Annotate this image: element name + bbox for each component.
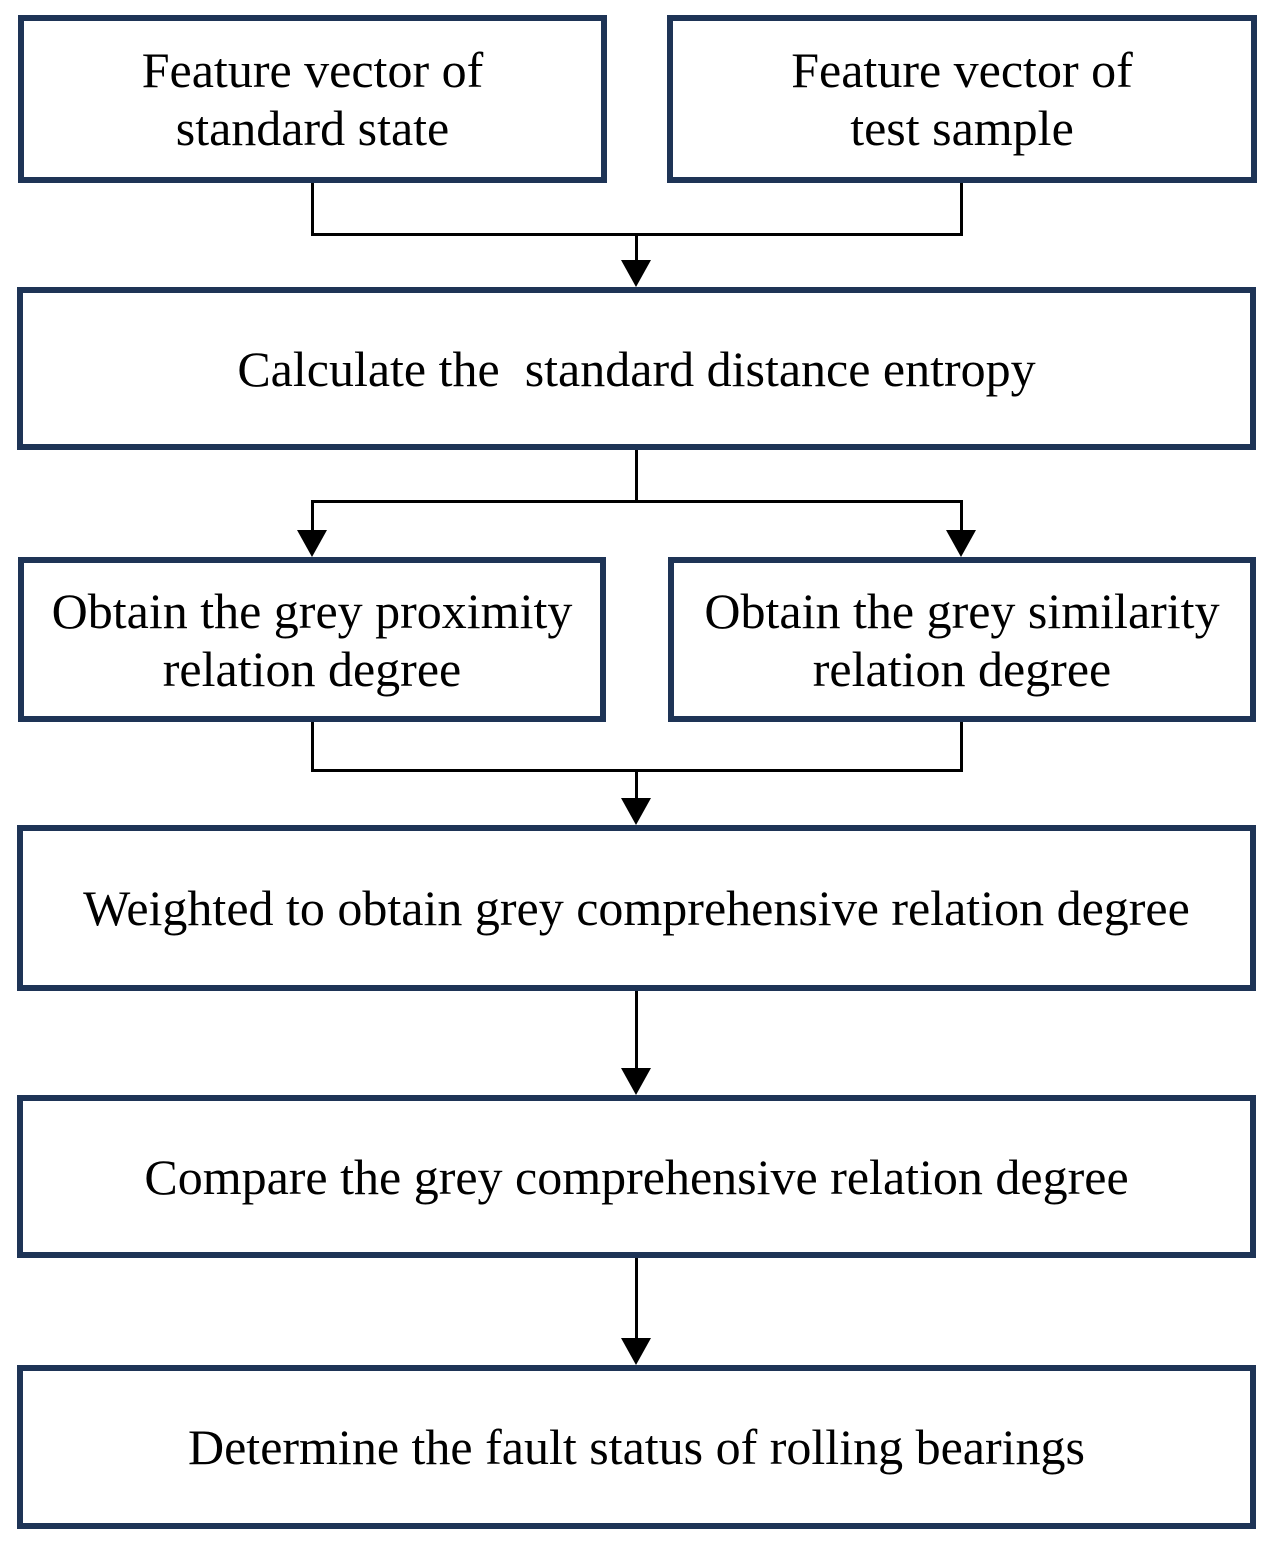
connector-split-stem <box>635 450 638 503</box>
node-calculate-distance-entropy: Calculate the standard distance entropy <box>17 287 1256 450</box>
connector-split-horizontal <box>311 500 963 503</box>
arrowhead-into-entropy <box>621 260 651 287</box>
node-label: Feature vector of test sample <box>791 42 1133 156</box>
connector-test-drop <box>960 183 963 236</box>
arrowhead-into-weighted <box>621 798 651 825</box>
arrowhead-into-determine <box>621 1338 651 1365</box>
node-feature-vector-test-sample: Feature vector of test sample <box>667 15 1257 183</box>
connector-split-right-stem <box>960 500 963 531</box>
node-label: Determine the fault status of rolling be… <box>188 1419 1085 1475</box>
node-weighted-comprehensive-degree: Weighted to obtain grey comprehensive re… <box>17 825 1256 991</box>
connector-compare-to-determine <box>635 1258 638 1339</box>
node-determine-fault-status: Determine the fault status of rolling be… <box>17 1365 1256 1529</box>
arrowhead-into-similarity <box>946 530 976 557</box>
connector-merge1-stem <box>635 233 638 263</box>
node-label: Calculate the standard distance entropy <box>237 340 1036 397</box>
connector-split-left-stem <box>311 500 314 531</box>
node-label: Obtain the grey similarity relation degr… <box>704 582 1220 697</box>
connector-standard-drop <box>311 183 314 236</box>
node-compare-comprehensive-degree: Compare the grey comprehensive relation … <box>17 1095 1256 1258</box>
node-label: Feature vector of standard state <box>141 42 484 156</box>
arrowhead-into-proximity <box>297 530 327 557</box>
connector-similarity-drop <box>960 722 963 772</box>
arrowhead-into-compare <box>621 1068 651 1095</box>
node-grey-similarity-degree: Obtain the grey similarity relation degr… <box>668 557 1256 722</box>
connector-merge2-stem <box>635 769 638 799</box>
connector-proximity-drop <box>311 722 314 772</box>
node-grey-proximity-degree: Obtain the grey proximity relation degre… <box>18 557 606 722</box>
node-label: Weighted to obtain grey comprehensive re… <box>83 880 1190 936</box>
node-feature-vector-standard-state: Feature vector of standard state <box>18 15 607 183</box>
node-label: Obtain the grey proximity relation degre… <box>51 582 573 697</box>
node-label: Compare the grey comprehensive relation … <box>144 1148 1129 1205</box>
connector-weighted-to-compare <box>635 991 638 1069</box>
